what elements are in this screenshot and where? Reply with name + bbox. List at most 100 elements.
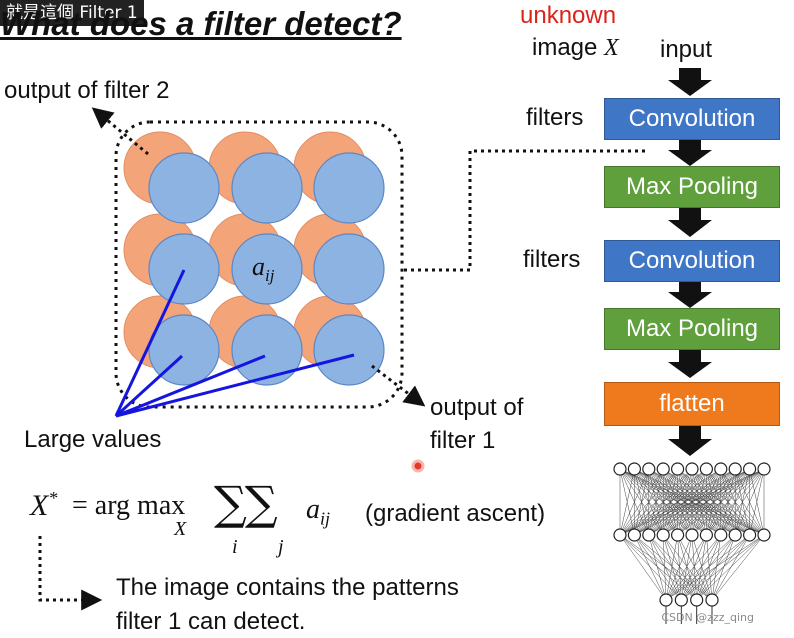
max-pooling-box-1: Max Pooling xyxy=(604,166,780,208)
input-label: input xyxy=(660,36,713,63)
network-edge xyxy=(711,534,736,601)
network-edge xyxy=(648,534,697,601)
network-edge xyxy=(681,534,707,601)
filters-label-2: filters xyxy=(523,246,581,273)
network-neuron xyxy=(742,462,757,476)
formula-to-conclusion-arrow xyxy=(38,536,103,611)
network-edge xyxy=(619,468,765,536)
network-edge xyxy=(648,468,765,536)
network-edge xyxy=(696,534,736,601)
formula-sub-j: j xyxy=(278,536,284,558)
network-edge xyxy=(662,534,667,601)
max-pooling-box-2: Max Pooling xyxy=(604,308,780,350)
network-edge xyxy=(619,468,693,536)
connector-to-convolution xyxy=(404,149,648,272)
network-edge xyxy=(619,468,707,536)
filter1-output-circles xyxy=(148,152,385,386)
network-edge xyxy=(677,534,713,601)
network-edge xyxy=(663,468,765,536)
network-edge xyxy=(619,468,678,536)
output-filter2-label: output of filter 2 xyxy=(4,77,170,104)
network-neuron xyxy=(642,528,656,542)
network-edge xyxy=(662,534,697,601)
network-edge xyxy=(681,534,693,601)
convolution-box-1: Convolution xyxy=(604,98,780,140)
network-neuron xyxy=(613,462,627,476)
network-edge xyxy=(711,534,750,601)
network-neuron xyxy=(670,528,685,542)
network-neuron xyxy=(699,462,714,476)
network-neuron xyxy=(699,528,714,542)
network-edge xyxy=(706,534,713,601)
network-neuron xyxy=(757,462,771,476)
network-neuron xyxy=(757,528,771,542)
network-edge xyxy=(691,534,713,601)
network-edge xyxy=(665,534,678,601)
network-edge xyxy=(677,534,697,601)
network-edge xyxy=(619,468,664,536)
network-edge xyxy=(619,468,650,536)
network-neuron xyxy=(742,528,757,542)
network-edge xyxy=(681,534,765,601)
network-neuron xyxy=(714,528,728,542)
network-edge xyxy=(749,468,765,536)
feature-map-dotted-box xyxy=(114,120,404,409)
pipeline-arrows xyxy=(668,68,712,456)
formula-sub-i: i xyxy=(232,536,238,558)
formula-term: aij xyxy=(306,494,331,529)
network-edge xyxy=(681,534,722,601)
network-edge xyxy=(691,534,697,601)
pointer-dot xyxy=(411,459,425,473)
network-neuron xyxy=(670,462,685,476)
gradient-ascent-note: (gradient ascent) xyxy=(365,500,546,527)
flatten-box: flatten xyxy=(604,382,780,426)
network-neuron xyxy=(627,528,642,542)
network-edge xyxy=(665,534,693,601)
convolution-box-2: Convolution xyxy=(604,240,780,282)
network-edge xyxy=(677,468,765,536)
network-edge xyxy=(634,534,682,601)
network-edge xyxy=(634,468,765,536)
network-neuron xyxy=(627,462,642,476)
formula-max-sub: X xyxy=(174,518,187,540)
network-edge xyxy=(665,534,707,601)
network-edge xyxy=(634,534,667,601)
network-neuron xyxy=(613,528,627,542)
large-values-label: Large values xyxy=(24,426,162,453)
filter1-arrow xyxy=(371,364,426,407)
network-edge xyxy=(681,534,750,601)
network-neuron xyxy=(656,528,670,542)
network-edge xyxy=(619,534,667,601)
network-edge xyxy=(677,534,682,601)
network-edge xyxy=(696,534,750,601)
network-edge xyxy=(711,534,722,601)
a-ij-label: aij xyxy=(252,252,275,286)
network-neuron xyxy=(705,593,719,607)
filter2-arrow xyxy=(91,107,149,156)
network-neuron xyxy=(685,462,699,476)
network-edge xyxy=(619,468,721,536)
network-neuron xyxy=(642,462,656,476)
network-edge xyxy=(619,534,682,601)
network-edge xyxy=(691,468,765,536)
network-edge xyxy=(648,534,667,601)
network-edge xyxy=(619,468,736,536)
network-neuron xyxy=(690,593,704,607)
network-edge xyxy=(696,534,722,601)
network-edge xyxy=(663,534,713,601)
conclusion-line1: The image contains the patterns xyxy=(116,574,459,601)
output-filter1-label-line1: output of xyxy=(430,394,524,421)
image-x-label: image X xyxy=(532,34,619,61)
network-neuron xyxy=(714,462,728,476)
network-edge xyxy=(681,534,736,601)
network-edge xyxy=(648,534,682,601)
network-neuron xyxy=(685,528,699,542)
unknown-label: unknown xyxy=(520,2,617,29)
network-edge xyxy=(619,534,697,601)
network-edge xyxy=(696,534,765,601)
caption-banner: 就是這個 Filter 1 xyxy=(0,0,144,26)
formula-argmax: = arg max xyxy=(72,490,186,521)
output-filter1-label-line2: filter 1 xyxy=(430,427,496,454)
network-edge xyxy=(665,534,765,601)
